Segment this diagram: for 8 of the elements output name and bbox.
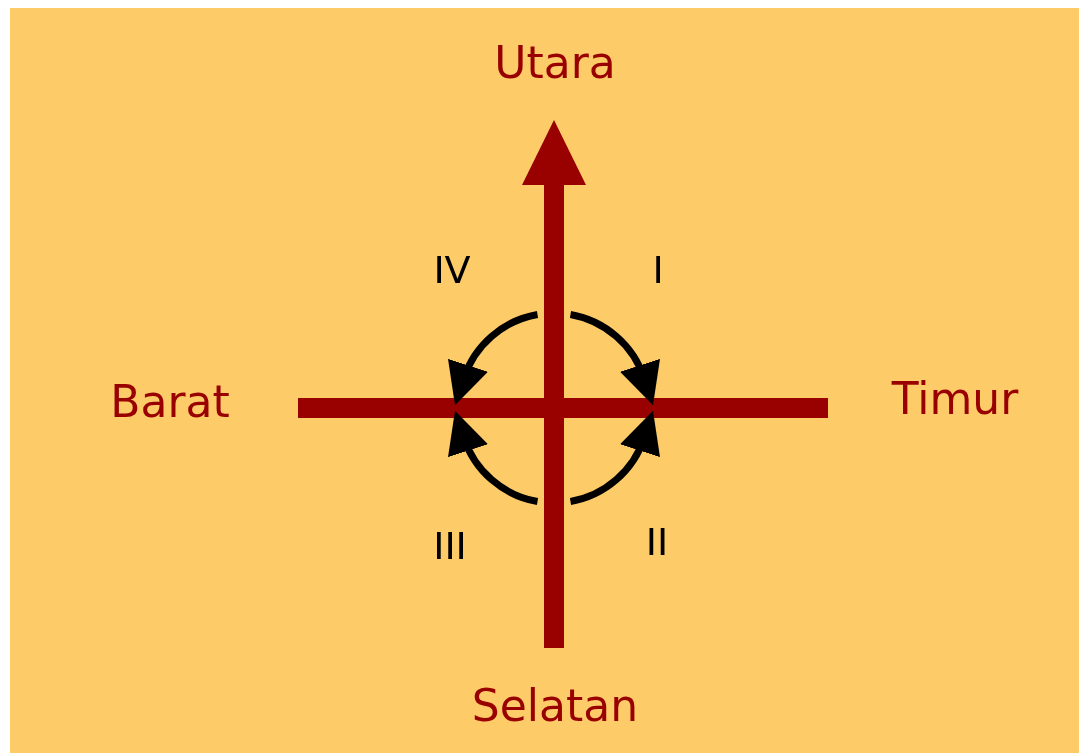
quadrant-number: III — [433, 527, 467, 565]
quadrant-number: I — [652, 251, 664, 289]
direction-label: Selatan — [471, 684, 639, 728]
quadrant-number: II — [645, 523, 669, 561]
direction-label: Barat — [110, 380, 230, 424]
direction-label: Timur — [891, 377, 1019, 421]
quadrant-number: IV — [433, 251, 471, 289]
direction-label: Utara — [494, 41, 616, 85]
